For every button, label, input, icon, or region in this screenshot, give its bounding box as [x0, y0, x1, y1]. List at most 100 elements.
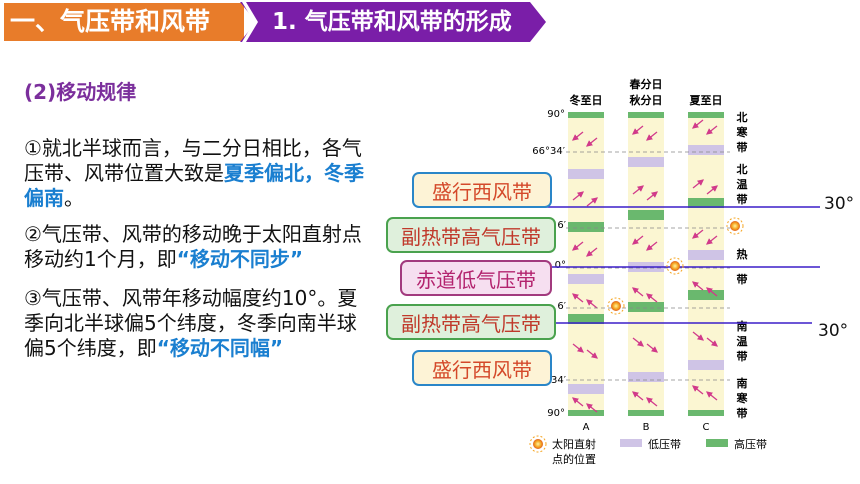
zone-label: 带	[737, 349, 748, 363]
wind-arrow	[646, 343, 659, 353]
zone-label: 南	[737, 376, 748, 390]
legend-low-swatch	[620, 439, 642, 447]
wind-arrow	[691, 119, 704, 129]
lat-30-north-label: 30°	[824, 194, 854, 214]
wind-arrow	[645, 293, 658, 303]
subpolar-low-band	[568, 169, 604, 179]
polar-high-band	[628, 410, 664, 416]
col-letter-b: B	[643, 422, 650, 433]
wind-arrow	[691, 281, 704, 291]
wind-arrow	[632, 185, 645, 195]
col-label-spring: 春分日	[630, 77, 663, 91]
wind-arrow	[691, 229, 704, 239]
zone-label: 带	[737, 272, 748, 286]
wind-arrow	[586, 349, 599, 359]
paragraph-1-text: ①就北半球而言，与二分日相比，各气压带、风带位置大致是	[24, 136, 362, 185]
wind-arrow	[645, 397, 658, 407]
subtropical-high-band	[628, 302, 664, 312]
wind-arrow	[705, 287, 718, 297]
paragraph-1-highlight: 夏季偏北，冬季偏南	[24, 161, 364, 210]
wind-arrow	[585, 403, 598, 413]
zone-label: 南	[737, 319, 748, 333]
zone-label: 温	[737, 334, 748, 348]
wind-arrow	[705, 235, 718, 245]
sun-icon	[607, 297, 625, 315]
section-title: 一、气压带和风带	[4, 3, 244, 41]
paragraph-1: ①就北半球而言，与二分日相比，各气压带、风带位置大致是夏季偏北，冬季偏南。	[24, 136, 376, 211]
polar-high-band	[568, 410, 604, 416]
callout-subtropical-high-south: 副热带高气压带	[386, 304, 556, 340]
callout-westerlies-south: 盛行西风带	[412, 350, 552, 386]
wind-arrow	[692, 331, 705, 341]
paragraph-3-highlight: “移动不同幅”	[156, 336, 284, 360]
wind-arrow	[632, 337, 645, 347]
paragraph-3: ③气压带、风带年移动幅度约10°。夏季向北半球偏5个纬度，冬季向南半球偏5个纬度…	[24, 286, 376, 361]
subheading: (2)移动规律	[24, 80, 137, 104]
subtropical-high-band	[568, 222, 604, 232]
wind-arrow	[706, 185, 719, 195]
callout-westerlies-north: 盛行西风带	[412, 172, 552, 208]
legend: 太阳直射 点的位置 低压带 高压带	[529, 435, 767, 466]
col-letter-a: A	[583, 422, 590, 433]
wind-arrow	[705, 125, 718, 135]
wind-arrow	[585, 247, 598, 257]
legend-high-swatch	[706, 439, 728, 447]
col-label-summer: 夏至日	[690, 94, 723, 107]
polar-high-band	[688, 410, 724, 416]
wind-arrow	[692, 179, 705, 189]
col-label-winter: 冬至日	[570, 93, 603, 107]
wind-arrow	[631, 235, 644, 245]
legend-sun-label-1: 太阳直射	[552, 437, 596, 451]
zone-label: 北	[737, 162, 748, 176]
subpolar-low-band	[688, 360, 724, 370]
wind-arrow	[585, 299, 598, 309]
zone-label: 寒	[736, 391, 749, 405]
paragraph-3-text: ③气压带、风带年移动幅度约10°。夏季向北半球偏5个纬度，冬季向南半球偏5个纬度…	[24, 286, 358, 360]
diagram-columns	[568, 112, 724, 416]
subpolar-low-band	[688, 145, 724, 155]
wind-arrow	[645, 131, 658, 141]
zone-label: 带	[737, 140, 748, 154]
legend-low-label: 低压带	[648, 438, 681, 451]
wind-arrow	[585, 137, 598, 147]
lat-30-south-label: 30°	[818, 321, 848, 341]
zone-labels: 北 寒 带 北 温 带 热 带 南 温 带 南 寒 带	[736, 110, 749, 420]
legend-high-label: 高压带	[734, 437, 767, 451]
paragraph-2-text: ②气压带、风带的移动晚于太阳直射点移动约1个月，即	[24, 222, 362, 271]
zone-label: 带	[737, 406, 748, 420]
paragraph-2-highlight: “移动不同步”	[176, 247, 304, 271]
wind-arrow	[631, 125, 644, 135]
wind-arrow	[571, 397, 584, 407]
header-bar: 一、气压带和风带 1. 气压带和风带的形成	[0, 0, 560, 44]
polar-high-band	[628, 112, 664, 118]
wind-arrow	[571, 241, 584, 251]
zone-label: 带	[737, 192, 748, 206]
lat-label: 90°	[547, 408, 565, 419]
subpolar-low-band	[628, 157, 664, 167]
wind-arrow	[631, 287, 644, 297]
subtropical-high-band	[568, 314, 604, 324]
paragraph-1-end: 。	[64, 186, 84, 210]
wind-arrow	[691, 385, 704, 395]
latitude-lines	[566, 151, 730, 381]
sun-icon	[529, 435, 547, 453]
wind-arrow	[571, 131, 584, 141]
polar-high-band	[568, 112, 604, 118]
zone-label: 热	[737, 247, 748, 261]
zone-label: 温	[737, 177, 748, 191]
lat-label: 6′	[557, 220, 566, 231]
subsection-banner	[240, 2, 546, 42]
subpolar-low-band	[568, 384, 604, 394]
lat-label: 66°34′	[532, 146, 565, 157]
subpolar-low-band	[628, 372, 664, 382]
subtropical-high-band	[688, 198, 724, 208]
wind-arrow	[631, 391, 644, 401]
wind-arrow	[586, 197, 599, 207]
lat-label: 6′	[557, 301, 566, 312]
paragraph-2: ②气压带、风带的移动晚于太阳直射点移动约1个月，即“移动不同步”	[24, 222, 376, 272]
legend-sun-label-2: 点的位置	[552, 452, 596, 466]
zone-label: 寒	[736, 125, 749, 139]
subtropical-high-band	[628, 210, 664, 220]
sun-icon	[726, 217, 744, 235]
